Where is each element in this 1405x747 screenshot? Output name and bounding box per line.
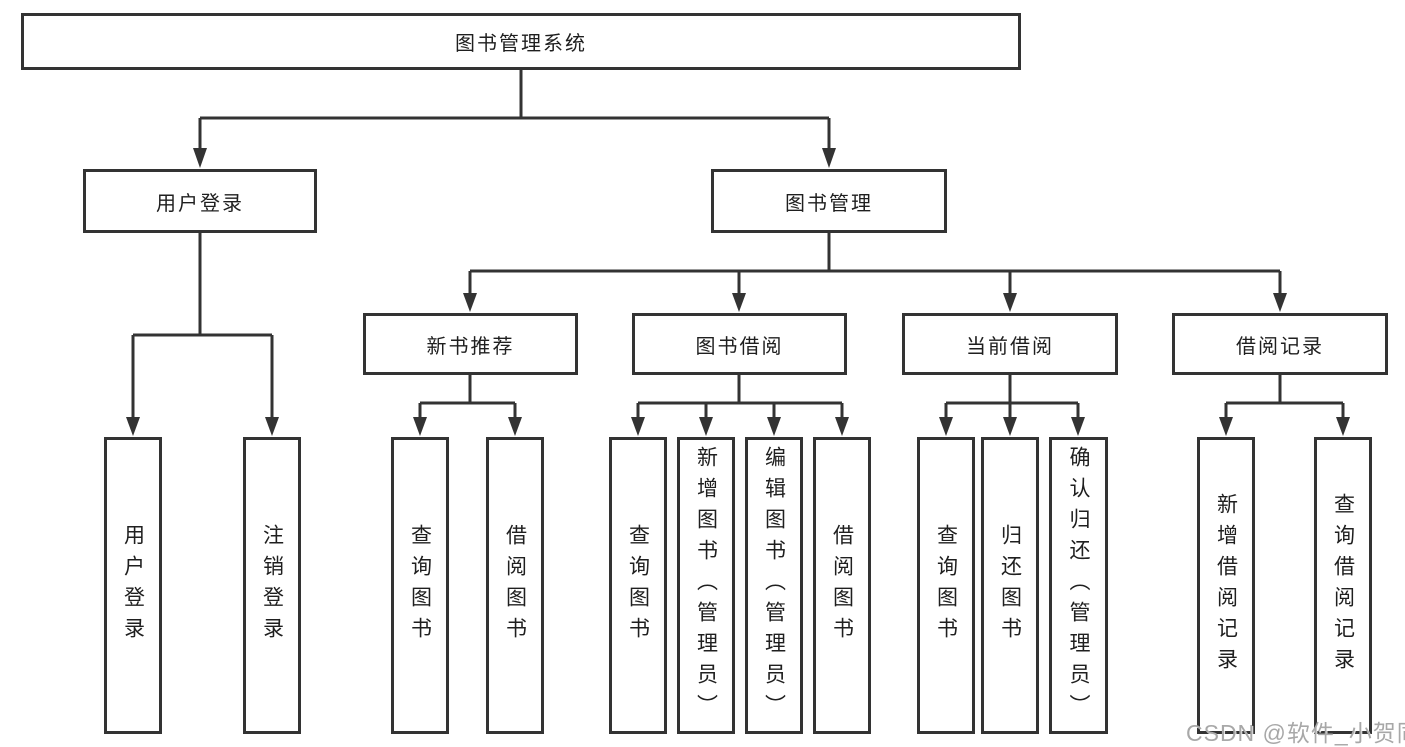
node-book-management-label: 图书管理 [785,192,873,215]
leaf-bb-borrow-books: 借阅图书 [813,437,871,734]
csdn-watermark: CSDN @软件_小贺同学 [1186,720,1405,746]
leaf-bb-query-books-label: 查询图书 [626,523,650,648]
leaf-bb-borrow-books-label: 借阅图书 [830,523,854,648]
node-book-borrowing: 图书借阅 [632,313,847,375]
leaf-br-query-record-label: 查询借阅记录 [1331,492,1355,679]
leaf-br-add-record: 新增借阅记录 [1197,437,1255,734]
node-new-book-recommend-label: 新书推荐 [426,335,515,358]
node-borrowing-records: 借阅记录 [1172,313,1388,375]
leaf-nb-query-books-label: 查询图书 [408,523,432,648]
leaf-bb-add-books-admin-label: 新增图书（管理员） [694,446,718,725]
leaf-br-query-record: 查询借阅记录 [1314,437,1372,734]
node-user-login-label: 用户登录 [156,192,244,215]
node-root-label: 图书管理系统 [455,33,587,55]
node-book-management: 图书管理 [711,169,947,233]
leaf-bb-add-books-admin: 新增图书（管理员） [677,437,735,734]
leaf-logout: 注销登录 [243,437,301,734]
node-borrowing-records-label: 借阅记录 [1236,335,1324,358]
node-current-borrowing: 当前借阅 [902,313,1118,375]
leaf-cb-query-books: 查询图书 [917,437,975,734]
leaf-bb-edit-books-admin-label: 编辑图书（管理员） [762,446,786,725]
leaf-logout-label: 注销登录 [260,523,284,648]
node-root: 图书管理系统 [21,13,1021,70]
leaf-nb-borrow-books-label: 借阅图书 [503,523,527,648]
node-user-login: 用户登录 [83,169,317,233]
leaf-user-login-label: 用户登录 [121,523,145,648]
leaf-user-login: 用户登录 [104,437,162,734]
leaf-nb-query-books: 查询图书 [391,437,449,734]
leaf-cb-query-books-label: 查询图书 [934,523,958,648]
leaf-cb-return-books: 归还图书 [981,437,1039,734]
node-current-borrowing-label: 当前借阅 [966,335,1054,358]
leaf-cb-confirm-return-admin-label: 确认归还（管理员） [1067,446,1090,725]
leaf-br-add-record-label: 新增借阅记录 [1214,492,1238,679]
leaf-cb-return-books-label: 归还图书 [998,523,1022,648]
leaf-cb-confirm-return-admin: 确认归还（管理员） [1049,437,1108,734]
leaf-bb-edit-books-admin: 编辑图书（管理员） [745,437,803,734]
node-new-book-recommend: 新书推荐 [363,313,578,375]
leaf-nb-borrow-books: 借阅图书 [486,437,544,734]
leaf-bb-query-books: 查询图书 [609,437,667,734]
node-book-borrowing-label: 图书借阅 [695,335,784,358]
